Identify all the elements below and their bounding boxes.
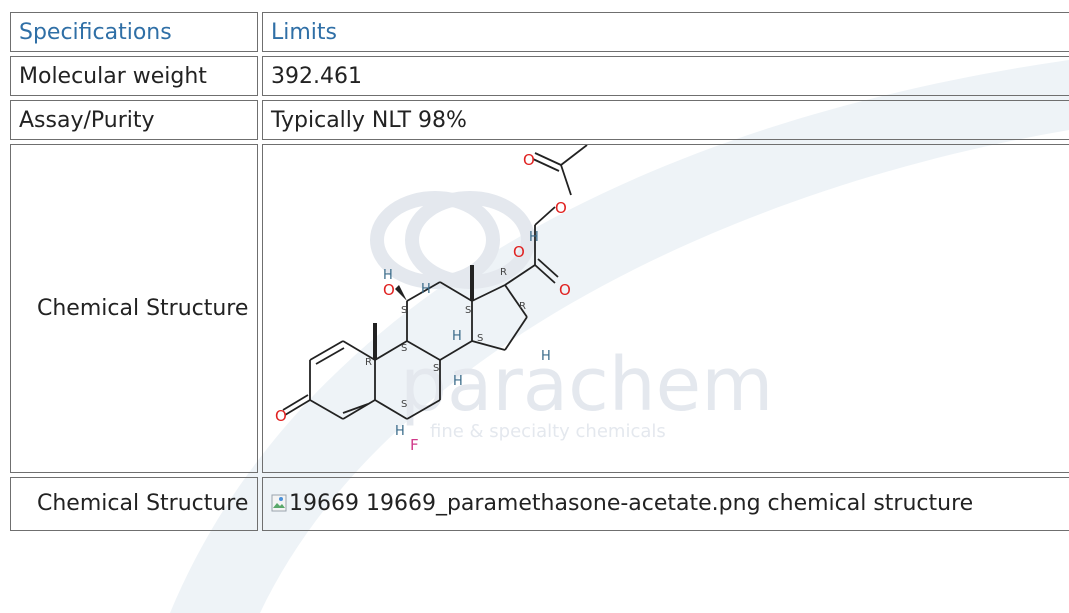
hydrogen-12: H: [421, 282, 431, 297]
oxygen-hydroxyl-17: O: [513, 243, 525, 261]
fluorine-6: F: [410, 436, 419, 454]
header-specifications: Specifications: [10, 12, 258, 52]
hydrogen-6: H: [395, 424, 405, 439]
atom-labels: O O H O H O O O F H H H H: [275, 151, 571, 454]
stereo-s-6: S: [401, 399, 407, 410]
oxygen-ketone: O: [275, 407, 287, 425]
specifications-table: Specifications Limits Molecular weight 3…: [6, 8, 1069, 535]
watermark-tagline: fine & specialty chemicals: [430, 421, 666, 442]
stereo-r-16: R: [519, 301, 526, 312]
wedges: [373, 265, 474, 360]
stereo-s-9: S: [401, 343, 407, 354]
table-row: Molecular weight 392.461: [10, 56, 1069, 96]
stereo-r-17: R: [500, 267, 507, 278]
oxygen-hydroxyl-11: O: [383, 281, 395, 299]
hydrogen-11: H: [383, 268, 393, 283]
row-label-molecular-weight: Molecular weight: [10, 56, 258, 96]
watermark-brand: parachem: [400, 342, 773, 428]
broken-image-icon: [271, 494, 287, 512]
table-row: Chemical Structure 19669 19669_parametha…: [10, 477, 1069, 531]
stereo-s-13: S: [465, 305, 471, 316]
row-label-assay: Assay/Purity: [10, 100, 258, 140]
chemical-structure-image: parachem fine & specialty chemicals: [263, 145, 1069, 472]
table-header-row: Specifications Limits: [10, 12, 1069, 52]
hydrogen-17: H: [529, 230, 539, 245]
row-value-structure-filename: 19669 19669_paramethasone-acetate.png ch…: [262, 477, 1069, 531]
hydrogen-9: H: [452, 329, 462, 344]
hydrogen-8: H: [453, 374, 463, 389]
stereo-r-10: R: [365, 357, 372, 368]
row-label-chemical-structure-2: Chemical Structure: [10, 477, 258, 531]
row-value-molecular-weight: 392.461: [262, 56, 1069, 96]
stereo-s-14: S: [477, 333, 483, 344]
oxygen-acetyl: O: [523, 151, 535, 169]
stereo-s-8: S: [433, 363, 439, 374]
stereo-s-11: S: [401, 305, 407, 316]
watermark-logo: parachem fine & specialty chemicals: [370, 191, 773, 442]
oxygen-ester: O: [555, 199, 567, 217]
header-limits: Limits: [262, 12, 1069, 52]
row-value-assay: Typically NLT 98%: [262, 100, 1069, 140]
row-label-chemical-structure: Chemical Structure: [10, 144, 258, 473]
structure-filename-text: 19669 19669_paramethasone-acetate.png ch…: [289, 491, 974, 516]
structure-cell: parachem fine & specialty chemicals: [262, 144, 1069, 473]
table-row: Chemical Structure parachem fine & speci…: [10, 144, 1069, 473]
bonds: [282, 145, 588, 420]
structure-drawing: parachem fine & specialty chemicals: [275, 145, 773, 454]
hydrogen-16: H: [541, 349, 551, 364]
table-row: Assay/Purity Typically NLT 98%: [10, 100, 1069, 140]
oxygen-carbonyl-20: O: [559, 281, 571, 299]
